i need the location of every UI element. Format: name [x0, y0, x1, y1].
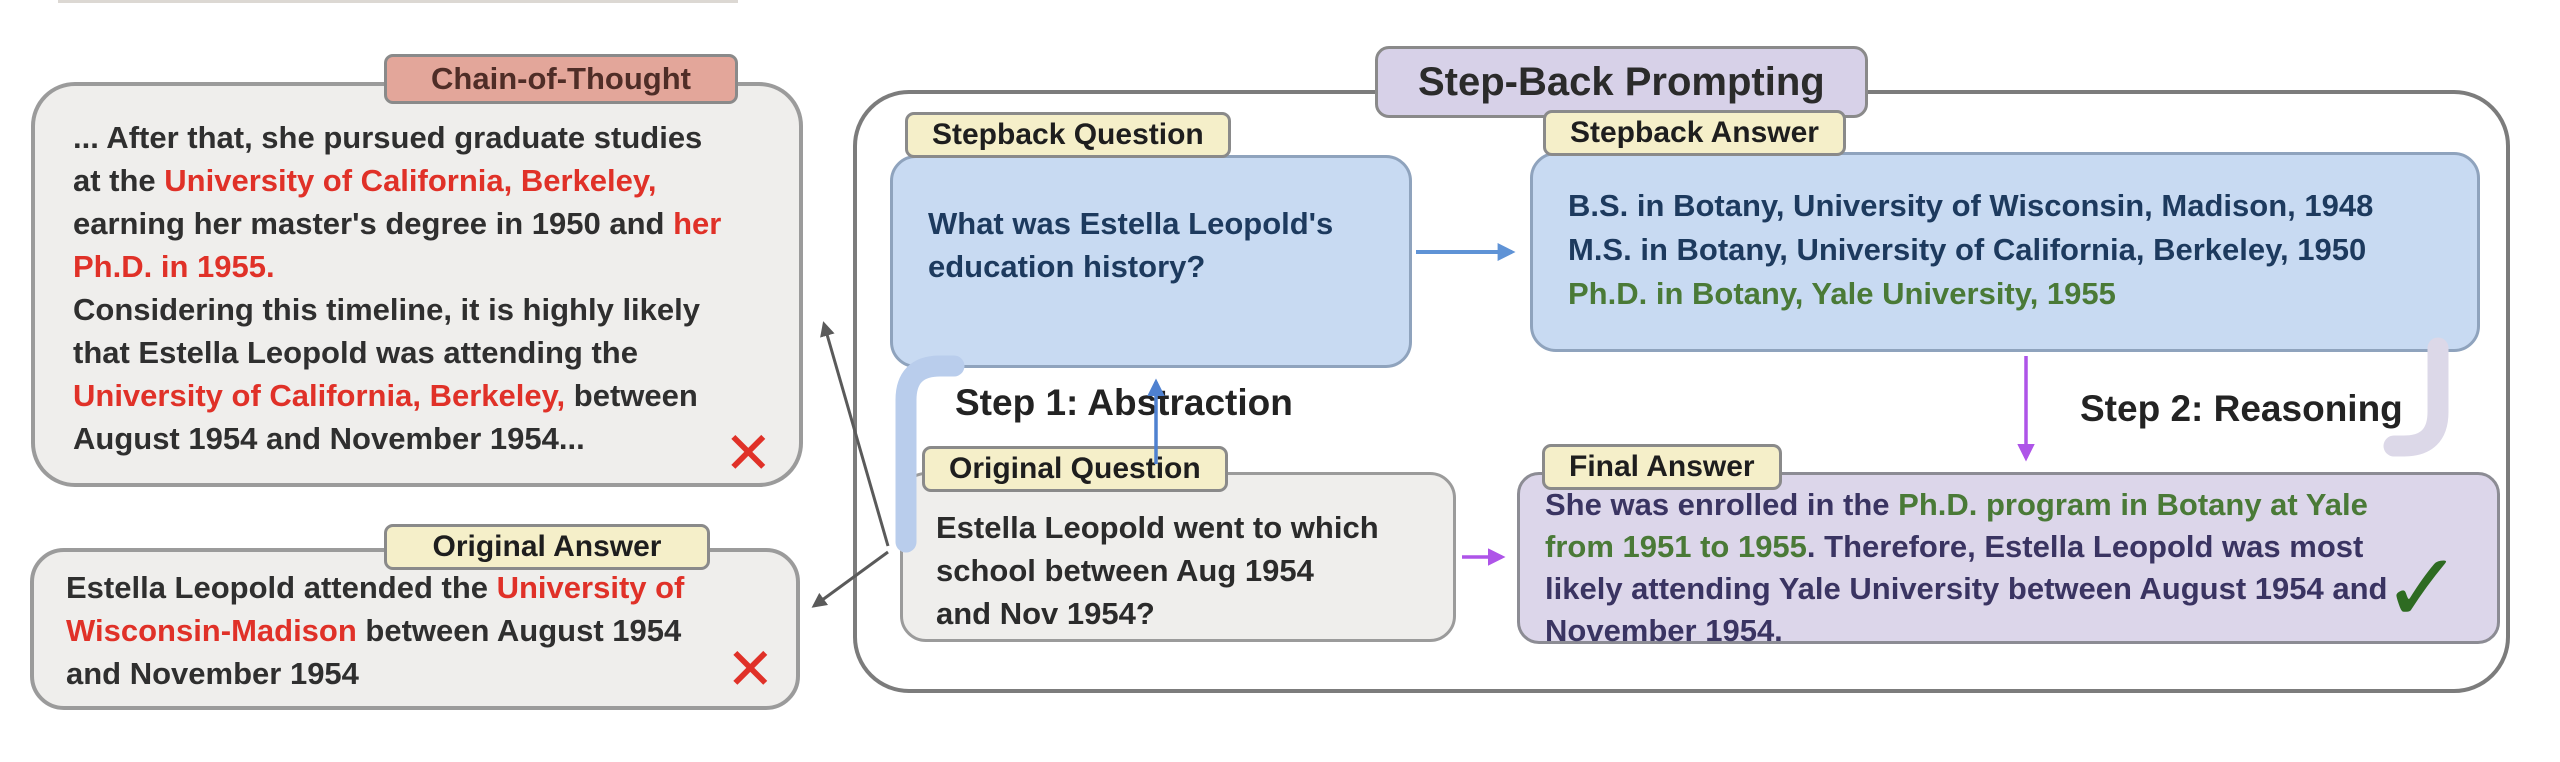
step-back-prompting-title-tab: Step-Back Prompting — [1375, 46, 1868, 118]
step-back-prompting-title: Step-Back Prompting — [1418, 59, 1825, 104]
text-line: August 1954 and November 1954... — [73, 417, 721, 460]
cropped-edge-artifact — [58, 0, 738, 3]
step2-reasoning-label: Step 2: Reasoning — [2080, 388, 2403, 429]
text-line: school between Aug 1954 — [936, 549, 1379, 592]
text-segment: and November 1954 — [66, 656, 359, 691]
text-segment: between — [565, 378, 698, 413]
stepback-question-text: What was Estella Leopold's education hist… — [928, 202, 1333, 288]
original-question-text: Estella Leopold went to which school betw… — [936, 506, 1379, 635]
text-segment-red: her — [673, 206, 722, 241]
text-segment-green: Ph.D. in Botany, Yale University, 1955 — [1568, 276, 2116, 311]
step1-abstraction-label: Step 1: Abstraction — [955, 382, 1293, 423]
text-line: M.S. in Botany, University of California… — [1568, 228, 2373, 272]
final-answer-tab: Final Answer — [1542, 444, 1782, 490]
original-question-tab-label: Original Question — [949, 452, 1201, 485]
wrong-answer-x-icon: ✕ — [726, 635, 775, 703]
text-line: B.S. in Botany, University of Wisconsin,… — [1568, 184, 2373, 228]
stepback-question-box — [890, 155, 1412, 368]
text-line: that Estella Leopold was attending the — [73, 331, 721, 374]
text-segment: earning her master's degree in 1950 and — [73, 206, 674, 241]
text-line: Ph.D. in 1955. — [73, 245, 721, 288]
text-segment: B.S. in Botany, University of Wisconsin,… — [1568, 188, 2374, 223]
text-segment: August 1954 and November 1954... — [73, 421, 585, 456]
stepback-answer-tab: Stepback Answer — [1543, 110, 1846, 156]
text-segment: likely attending Yale University between… — [1545, 571, 2388, 606]
original-answer-box — [30, 548, 800, 710]
text-line: University of California, Berkeley, betw… — [73, 374, 721, 417]
text-segment-red: Ph.D. in 1955. — [73, 249, 275, 284]
text-segment-red: Wisconsin-Madison — [66, 613, 357, 648]
original-answer-tab-label: Original Answer — [432, 530, 662, 563]
text-line: Ph.D. in Botany, Yale University, 1955 — [1568, 272, 2373, 316]
text-segment: at the — [73, 163, 165, 198]
text-segment: She was enrolled in the — [1545, 487, 1899, 522]
text-segment-red: University of California, Berkeley, — [73, 378, 566, 413]
text-line: Wisconsin-Madison between August 1954 — [66, 609, 684, 652]
text-line: earning her master's degree in 1950 and … — [73, 202, 721, 245]
text-line: education history? — [928, 245, 1333, 288]
stepback-answer-box — [1530, 152, 2480, 352]
chain-of-thought-tab: Chain-of-Thought — [384, 54, 738, 104]
original-question-tab: Original Question — [922, 446, 1228, 492]
text-segment: Estella Leopold attended the — [66, 570, 497, 605]
text-segment: that Estella Leopold was attending the — [73, 335, 638, 370]
original-answer-text: Estella Leopold attended the University … — [66, 566, 684, 695]
text-line: likely attending Yale University between… — [1545, 568, 2387, 610]
text-segment: ... After that, she pursued graduate stu… — [73, 120, 703, 155]
text-line: and Nov 1954? — [936, 592, 1379, 635]
text-segment-green: Ph.D. program in Botany at Yale — [1898, 487, 2368, 522]
text-segment: November 1954. — [1545, 613, 1783, 648]
text-segment: between August 1954 — [356, 613, 682, 648]
text-line: Estella Leopold attended the University … — [66, 566, 684, 609]
final-answer-box — [1517, 472, 2500, 644]
final-answer-tab-label: Final Answer — [1569, 450, 1755, 483]
text-segment: Estella Leopold went to which — [936, 510, 1379, 545]
final-answer-text: She was enrolled in the Ph.D. program in… — [1545, 484, 2387, 652]
text-segment: and Nov 1954? — [936, 596, 1155, 631]
chain-of-thought-box — [31, 82, 803, 487]
text-segment: education history? — [928, 249, 1206, 284]
original-answer-tab: Original Answer — [384, 524, 710, 570]
text-segment: . Therefore, Estella Leopold was most — [1806, 529, 2364, 564]
text-line: November 1954. — [1545, 610, 2387, 652]
stepback-answer-text: B.S. in Botany, University of Wisconsin,… — [1568, 184, 2373, 316]
wrong-answer-x-icon: ✕ — [724, 419, 773, 487]
chain-of-thought-text: ... After that, she pursued graduate stu… — [73, 116, 721, 460]
text-line: at the University of California, Berkele… — [73, 159, 721, 202]
text-segment: M.S. in Botany, University of California… — [1568, 232, 2367, 267]
text-line: What was Estella Leopold's — [928, 202, 1333, 245]
text-line: Estella Leopold went to which — [936, 506, 1379, 549]
text-line: and November 1954 — [66, 652, 684, 695]
text-segment: What was Estella Leopold's — [928, 206, 1334, 241]
text-line: She was enrolled in the Ph.D. program in… — [1545, 484, 2387, 526]
text-segment: Considering this timeline, it is highly … — [73, 292, 701, 327]
text-line: Considering this timeline, it is highly … — [73, 288, 721, 331]
text-segment: school between Aug 1954 — [936, 553, 1314, 588]
text-segment-red: University of California, Berkeley, — [164, 163, 657, 198]
stepback-question-tab-label: Stepback Question — [932, 118, 1204, 151]
correct-answer-check-icon: ✓ — [2382, 532, 2463, 644]
stepback-answer-tab-label: Stepback Answer — [1570, 116, 1819, 149]
text-line: from 1951 to 1955. Therefore, Estella Le… — [1545, 526, 2387, 568]
text-segment-red: University of — [496, 570, 685, 605]
text-segment-green: from 1951 to 1955 — [1545, 529, 1807, 564]
chain-of-thought-tab-label: Chain-of-Thought — [431, 61, 691, 96]
stepback-question-tab: Stepback Question — [905, 112, 1231, 158]
text-line: ... After that, she pursued graduate stu… — [73, 116, 721, 159]
